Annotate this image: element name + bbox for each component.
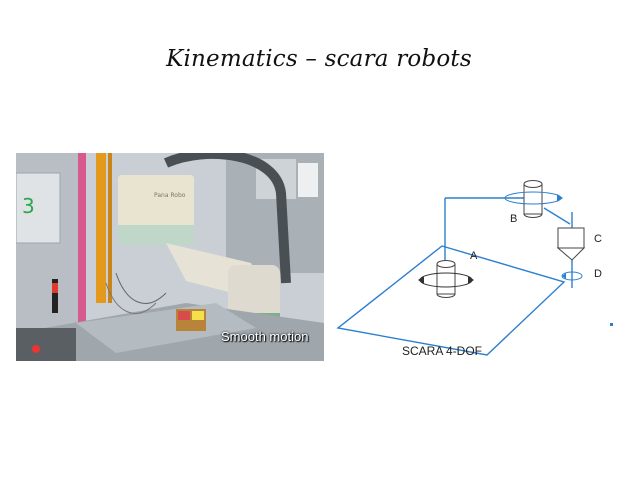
label-c: C bbox=[594, 233, 602, 245]
photo-caption: Smooth motion bbox=[221, 329, 309, 344]
diagram-caption: SCARA 4-DOF bbox=[402, 344, 483, 358]
label-d: D bbox=[594, 268, 602, 280]
base-plane bbox=[336, 245, 566, 356]
robot-photo: 3 Pana Robo bbox=[16, 153, 324, 361]
sign-digit: 3 bbox=[22, 194, 35, 218]
joint-b-cylinder bbox=[523, 180, 543, 218]
joint-c-box bbox=[556, 227, 586, 261]
robot-brand: Pana Robo bbox=[154, 192, 186, 199]
slide-title: Kinematics – scara robots bbox=[166, 46, 472, 72]
scara-diagram: A B C D SCARA 4-DOF bbox=[332, 176, 632, 366]
robot-photo-illustration: 3 Pana Robo bbox=[16, 153, 324, 361]
link-forearm bbox=[543, 207, 571, 225]
label-b: B bbox=[510, 213, 518, 225]
scara-diagram-drawing bbox=[336, 180, 613, 356]
joint-a-cylinder bbox=[436, 260, 456, 298]
label-a: A bbox=[470, 250, 478, 262]
